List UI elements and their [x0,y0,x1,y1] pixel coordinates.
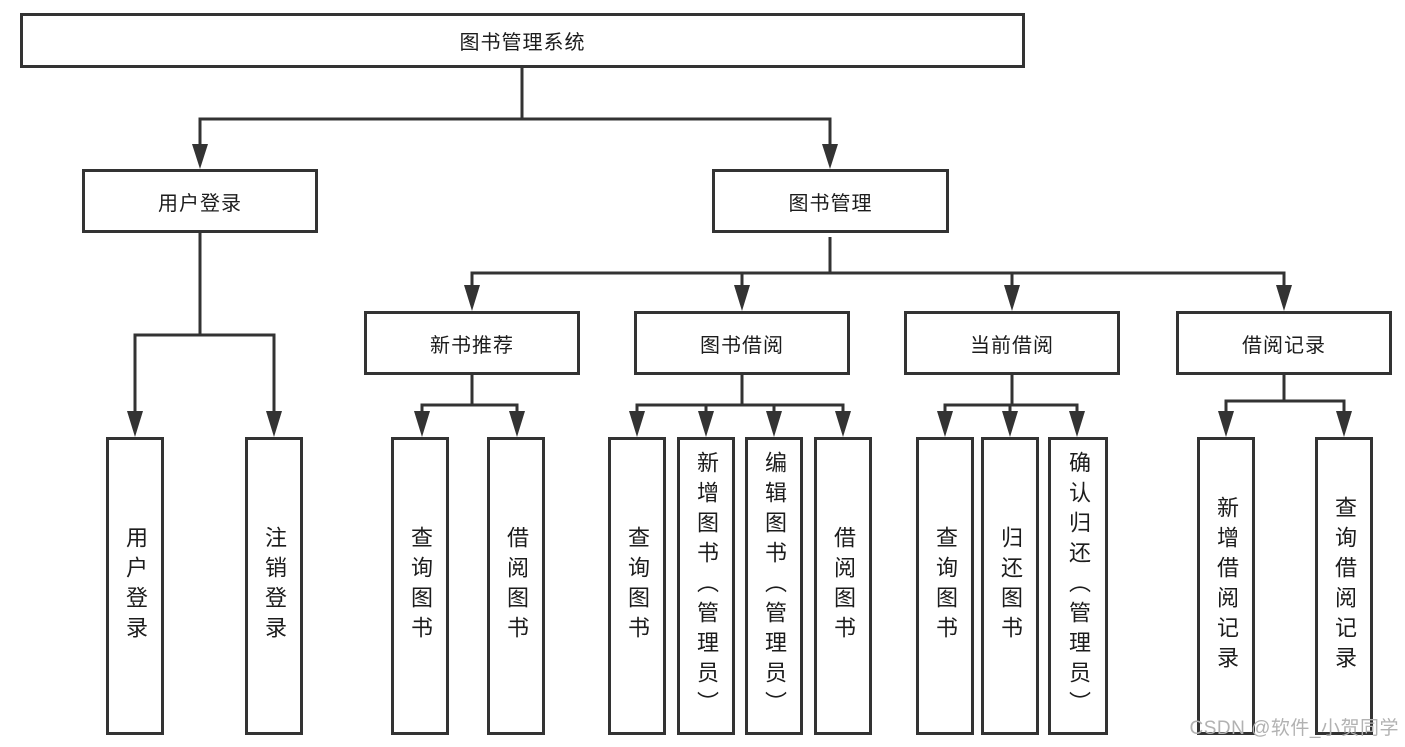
leaf-return-books: 归还图书 [981,437,1039,735]
leaf-confirm-return-admin-label: 确认归还（管理员） [1066,451,1091,721]
leaf-user-login: 用户登录 [106,437,164,735]
leaf-add-books-admin-label: 新增图书（管理员） [694,451,719,721]
node-user-login-label: 用户登录 [158,192,242,215]
leaf-edit-books-admin: 编辑图书（管理员） [745,437,803,735]
leaf-user-login-label: 用户登录 [123,526,148,646]
node-book-management: 图书管理 [712,169,949,233]
node-new-book-recommend-label: 新书推荐 [430,334,514,357]
node-borrowing-records-label: 借阅记录 [1242,334,1326,357]
node-root-label: 图书管理系统 [459,32,586,54]
leaf-borrow-books-recommend-label: 借阅图书 [504,526,529,646]
leaf-query-books-current: 查询图书 [916,437,974,735]
node-book-borrowing-label: 图书借阅 [700,334,784,357]
leaf-borrow-books-recommend: 借阅图书 [487,437,545,735]
leaf-return-books-label: 归还图书 [998,526,1023,646]
leaf-edit-books-admin-label: 编辑图书（管理员） [762,451,787,721]
leaf-add-books-admin: 新增图书（管理员） [677,437,735,735]
csdn-watermark: CSDN @软件_小贺同学 [1189,718,1399,739]
leaf-query-borrow-record: 查询借阅记录 [1315,437,1373,735]
node-borrowing-records: 借阅记录 [1176,311,1392,375]
leaf-query-books-borrowing: 查询图书 [608,437,666,735]
leaf-query-books-current-label: 查询图书 [933,526,958,646]
node-user-login: 用户登录 [82,169,318,233]
leaf-logout-login: 注销登录 [245,437,303,735]
leaf-borrow-books-borrowing-label: 借阅图书 [831,526,856,646]
node-new-book-recommend: 新书推荐 [364,311,580,375]
leaf-query-borrow-record-label: 查询借阅记录 [1332,496,1357,676]
leaf-confirm-return-admin: 确认归还（管理员） [1048,437,1108,735]
leaf-add-borrow-record-label: 新增借阅记录 [1214,496,1239,676]
node-root: 图书管理系统 [20,13,1025,68]
leaf-query-books-borrowing-label: 查询图书 [625,526,650,646]
leaf-borrow-books-borrowing: 借阅图书 [814,437,872,735]
leaf-query-books-recommend-label: 查询图书 [408,526,433,646]
node-current-borrowing: 当前借阅 [904,311,1120,375]
leaf-query-books-recommend: 查询图书 [391,437,449,735]
leaf-logout-login-label: 注销登录 [262,526,287,646]
node-book-management-label: 图书管理 [788,192,873,215]
node-current-borrowing-label: 当前借阅 [970,334,1054,357]
leaf-add-borrow-record: 新增借阅记录 [1197,437,1255,735]
node-book-borrowing: 图书借阅 [634,311,850,375]
